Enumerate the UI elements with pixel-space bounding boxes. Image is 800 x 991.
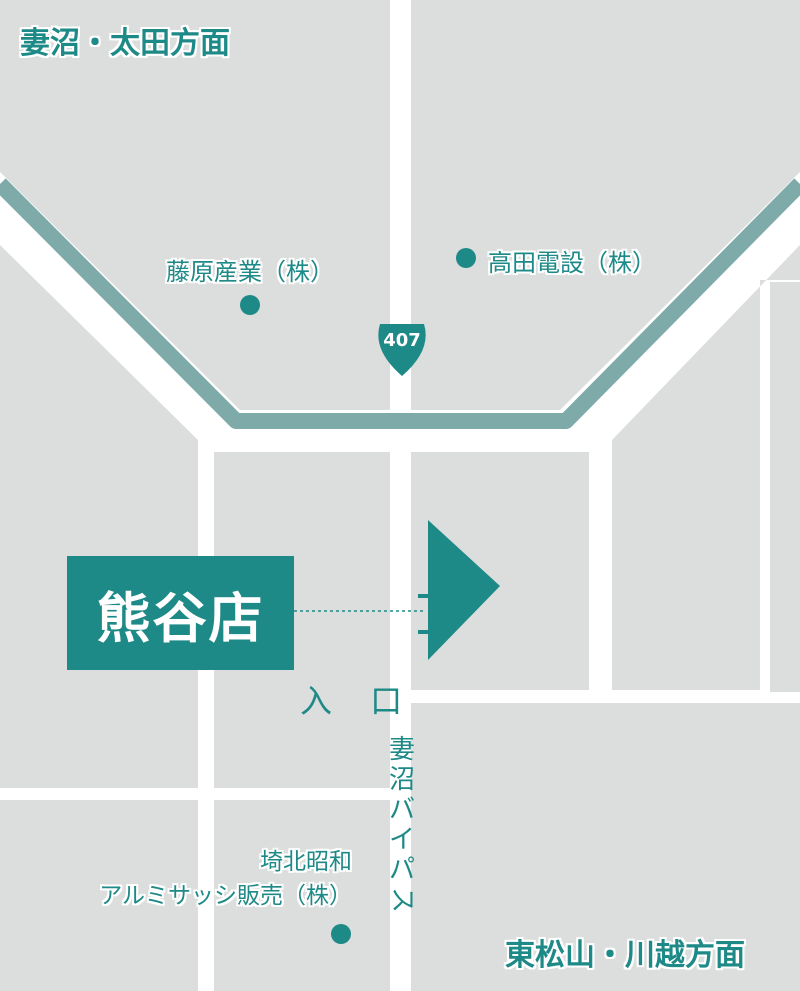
landmark-dot-fujiwara <box>240 295 260 315</box>
route-407-shield <box>378 324 426 376</box>
block-bottom-right <box>411 703 800 991</box>
direction-label-north: 妻沼・太田方面 <box>20 26 230 61</box>
road-label-char: パ <box>388 855 415 885</box>
landmark-dot-takada <box>456 248 476 268</box>
store-name-box: 熊谷店 <box>67 556 294 670</box>
block-bottom-center <box>214 800 390 991</box>
direction-label-south: 東松山・川越方面 <box>505 938 745 973</box>
block-right-wedge <box>612 245 800 690</box>
landmark-label-takada: 高田電設（株） <box>488 249 656 277</box>
block-right-edge <box>770 282 800 692</box>
entrance-label: 入 口 <box>300 682 417 720</box>
road-label-vertical: 妻沼バイパス <box>385 735 419 915</box>
block-top-left <box>0 0 390 410</box>
route-shield-number: 407 <box>383 330 421 351</box>
landmark-dot-saikita <box>331 924 351 944</box>
road-label-char: バ <box>388 795 415 825</box>
block-top-right <box>411 0 800 410</box>
block-bottom-left <box>0 800 198 991</box>
road-label-char: ス <box>387 886 417 913</box>
landmark-label-saikita-2: アルミサッシ販売（株） <box>99 883 352 909</box>
road-label-char: 妻 <box>388 735 415 765</box>
highlighted-road <box>0 178 800 429</box>
road-label-char: イ <box>388 825 415 855</box>
road-label-char: 沼 <box>388 765 415 795</box>
landmark-label-fujiwara: 藤原産業（株） <box>166 258 334 286</box>
entrance-arrow-icon <box>418 520 500 660</box>
landmark-label-saikita-1: 埼北昭和 <box>260 849 352 875</box>
